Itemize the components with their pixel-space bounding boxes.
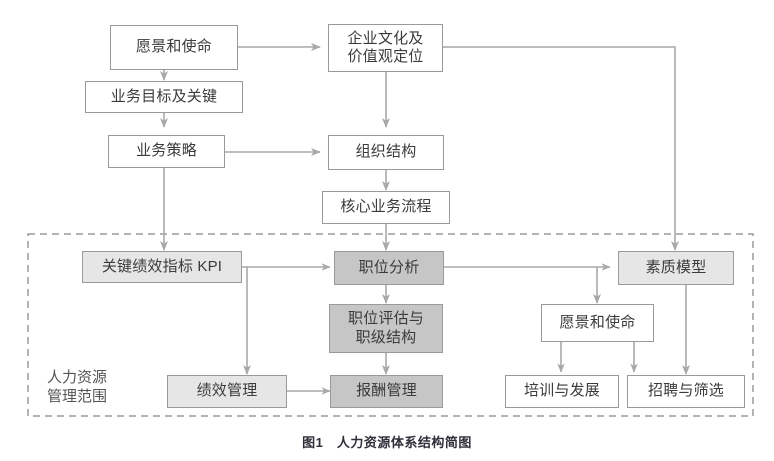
node-job-analysis[interactable]: 职位分析 (334, 251, 444, 285)
hr-scope-boundary (27, 233, 754, 417)
node-training-development[interactable]: 培训与发展 (505, 375, 619, 408)
node-kpi[interactable]: 关键绩效指标 KPI (82, 251, 242, 283)
node-recruiting-selection[interactable]: 招聘与筛选 (627, 375, 745, 408)
hr-scope-label: 人力资源 管理范围 (47, 369, 108, 405)
node-corporate-culture-values[interactable]: 企业文化及 价值观定位 (328, 24, 443, 72)
figure-caption: 图1 人力资源体系结构简图 (302, 435, 472, 450)
node-vision-and-mission-inner[interactable]: 愿景和使命 (541, 304, 654, 342)
node-job-evaluation-grade-structure[interactable]: 职位评估与 职级结构 (329, 304, 443, 353)
edge-culture-competency (443, 46, 679, 251)
node-business-strategy[interactable]: 业务策略 (108, 135, 225, 168)
node-performance-management[interactable]: 绩效管理 (167, 375, 287, 408)
node-competency-model[interactable]: 素质模型 (618, 251, 734, 285)
node-vision-and-mission-top[interactable]: 愿景和使命 (110, 25, 238, 70)
node-business-objectives-key[interactable]: 业务目标及关键 (85, 81, 243, 113)
node-compensation-management[interactable]: 报酬管理 (330, 375, 443, 408)
node-core-business-process[interactable]: 核心业务流程 (322, 191, 450, 224)
node-organization-structure[interactable]: 组织结构 (328, 135, 444, 170)
